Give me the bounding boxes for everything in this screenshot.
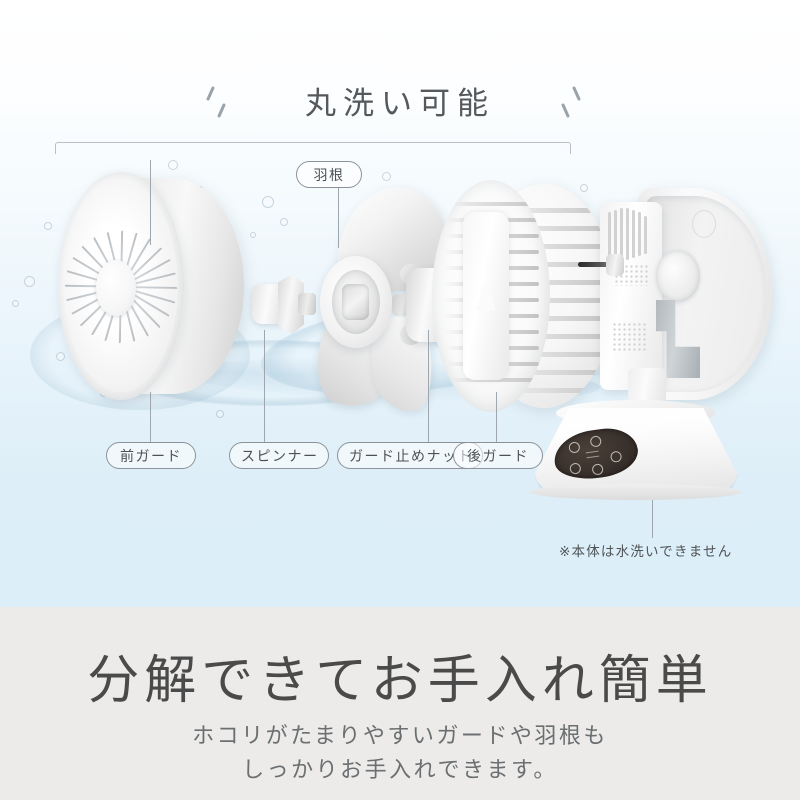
washable-parts-bracket [55, 142, 571, 154]
footer-headline: 分解できてお手入れ簡単 [87, 653, 713, 710]
hero-title: 丸洗い可能 [305, 86, 495, 121]
footer-panel [0, 607, 800, 800]
power-icon[interactable] [568, 441, 581, 454]
part-front-guard [58, 172, 248, 402]
blade-hub-bore [342, 284, 369, 320]
speed-icon[interactable] [591, 463, 604, 476]
leader-blade-top [338, 188, 340, 248]
front-guard-hub [96, 260, 136, 316]
label-blade: 羽根 [296, 161, 362, 188]
leader-front-guard [150, 392, 152, 442]
front-guard-face [58, 172, 184, 400]
base-foot [530, 484, 742, 500]
hero-panel: 丸洗い可能 [0, 0, 800, 607]
motor-boss [656, 250, 700, 302]
timer-icon[interactable] [569, 462, 582, 475]
spinner-shaft [298, 293, 316, 315]
label-spinner: スピンナー [229, 442, 329, 469]
leader-spinner [264, 330, 266, 442]
body-not-washable-note: ※本体は水洗いできません [559, 544, 733, 559]
leader-guard-nut [428, 330, 430, 442]
motor-front-plate [600, 202, 662, 390]
motor-shaft-collar [606, 254, 624, 276]
swing-icon[interactable] [609, 450, 623, 463]
motor-port-ring [692, 210, 716, 238]
label-front-guard: 前ガード [106, 442, 196, 469]
label-rear-guard: 後ガード [453, 442, 543, 469]
leader-front-guard-top [150, 160, 152, 245]
part-motor-housing [578, 188, 778, 424]
rear-guard-face [432, 180, 550, 412]
footer-subtitle-line-1: ホコリがたまりやすいガードや羽根も [192, 723, 608, 748]
leader-rear-guard [496, 392, 498, 442]
part-blade [300, 182, 456, 416]
part-rear-guard [432, 180, 622, 412]
part-spinner [252, 270, 318, 340]
mode-icon[interactable] [589, 435, 602, 448]
part-base [528, 400, 744, 508]
motor-shaft [578, 262, 610, 267]
footer-subtitle-line-2: しっかりお手入れできます。 [242, 757, 558, 782]
leader-body-note [652, 500, 654, 538]
